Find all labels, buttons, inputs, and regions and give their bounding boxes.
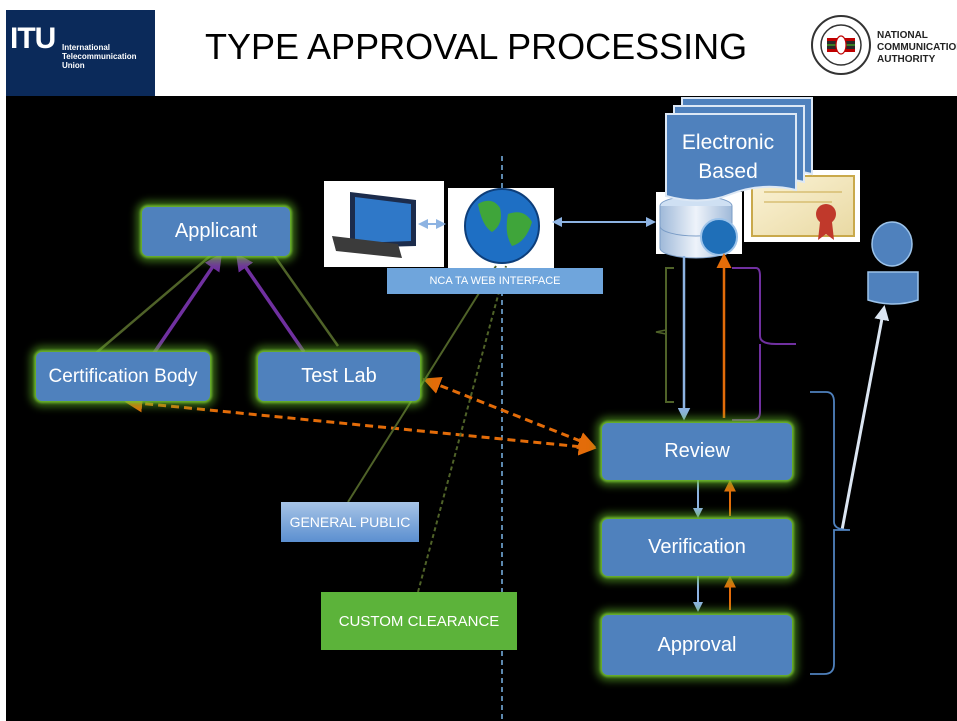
web-interface-bar[interactable]: NCA TA WEB INTERFACE <box>387 268 603 294</box>
slide-header: ITU International Telecommunication Unio… <box>0 0 957 96</box>
itu-logo-line3: Union <box>62 61 85 70</box>
workflow-arrows <box>677 253 890 612</box>
review-box: Review <box>602 423 792 480</box>
electronic-based-label: Electronic Based <box>681 131 775 183</box>
verification-box: Verification <box>602 519 792 576</box>
nca-logo-line3: AUTHORITY <box>877 54 936 65</box>
itu-logo: ITU International Telecommunication Unio… <box>6 10 155 96</box>
applicant-box: Applicant <box>142 207 290 256</box>
public-links <box>347 265 507 593</box>
certification-body-box: Certification Body <box>36 352 210 401</box>
itu-logo-line1: International <box>62 43 111 52</box>
test-lab-box: Test Lab <box>258 352 420 401</box>
certification-lines <box>95 250 340 354</box>
nca-logo: NATIONAL COMMUNICATIONS AUTHORITY <box>808 10 957 96</box>
electronic-docs-stack <box>665 97 813 202</box>
approval-box: Approval <box>602 615 792 675</box>
nca-logo-line1: NATIONAL <box>877 30 928 41</box>
brackets <box>655 267 851 675</box>
orange-dashed-links <box>124 376 597 456</box>
diagram-canvas: Electronic Based NCA TA WEB INTERFACE Ap… <box>6 96 957 721</box>
laptop-icon <box>324 181 444 267</box>
user-icon <box>867 221 919 305</box>
itu-logo-text: International Telecommunication Union <box>62 43 137 70</box>
custom-clearance-box: CUSTOM CLEARANCE <box>321 592 517 650</box>
nca-logo-line2: COMMUNICATIONS <box>877 42 957 53</box>
general-public-box: GENERAL PUBLIC <box>281 502 419 542</box>
server-icon <box>656 192 742 259</box>
connector-layer <box>95 97 919 721</box>
globe-icon <box>448 188 554 268</box>
itu-logo-mark: ITU <box>10 22 56 55</box>
network-arrows <box>418 217 656 229</box>
nca-seal-icon <box>811 15 871 75</box>
page-title: TYPE APPROVAL PROCESSING <box>205 26 748 67</box>
nca-logo-text: NATIONAL COMMUNICATIONS AUTHORITY <box>877 30 957 66</box>
itu-logo-line2: Telecommunication <box>62 52 137 61</box>
